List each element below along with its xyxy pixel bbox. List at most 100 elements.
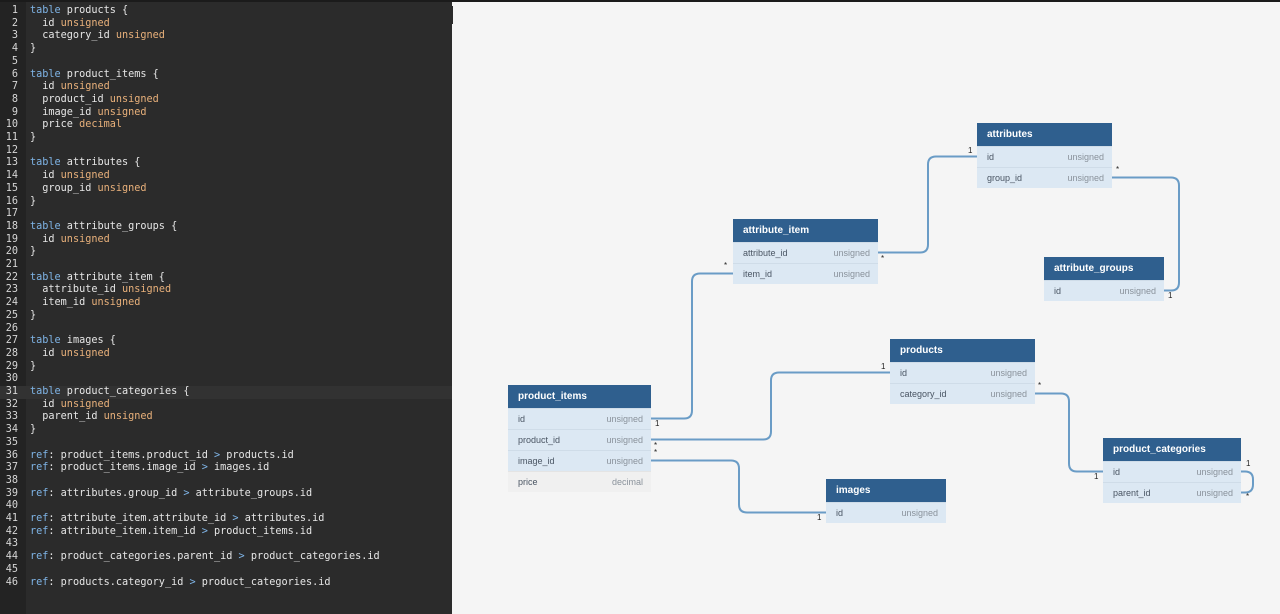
field-name: id: [518, 414, 526, 424]
code-line[interactable]: 10 price decimal: [0, 119, 452, 132]
code-line[interactable]: 8 product_id unsigned: [0, 94, 452, 107]
line-number: 27: [5, 335, 18, 347]
code-line[interactable]: 17: [0, 208, 452, 221]
relation-line[interactable]: [651, 371, 890, 441]
code-line[interactable]: 45: [0, 564, 452, 577]
line-text: id unsigned: [30, 347, 110, 359]
relation-line[interactable]: [651, 272, 733, 420]
code-line[interactable]: 28 id unsigned: [0, 348, 452, 361]
code-line[interactable]: 11}: [0, 132, 452, 145]
code-line[interactable]: 9 image_id unsigned: [0, 107, 452, 120]
relation-line[interactable]: [1035, 392, 1103, 473]
line-number: 10: [5, 119, 18, 131]
line-text: table attributes {: [30, 157, 141, 169]
relation-line[interactable]: [651, 459, 826, 514]
code-line[interactable]: 29}: [0, 361, 452, 374]
table-header[interactable]: attributes: [977, 123, 1112, 146]
code-line[interactable]: 15 group_id unsigned: [0, 183, 452, 196]
code-line[interactable]: 40: [0, 500, 452, 513]
line-number: 32: [5, 398, 18, 410]
table-header[interactable]: product_categories: [1103, 438, 1241, 461]
code-line[interactable]: 3 category_id unsigned: [0, 30, 452, 43]
code-line[interactable]: 23 attribute_id unsigned: [0, 284, 452, 297]
line-number: 20: [5, 246, 18, 258]
code-line[interactable]: 2 id unsigned: [0, 18, 452, 31]
code-line[interactable]: 32 id unsigned: [0, 399, 452, 412]
code-line[interactable]: 38: [0, 475, 452, 488]
table-header[interactable]: images: [826, 479, 946, 502]
code-line[interactable]: 26: [0, 323, 452, 336]
table-header[interactable]: products: [890, 339, 1035, 362]
code-line[interactable]: 25}: [0, 310, 452, 323]
code-line[interactable]: 7 id unsigned: [0, 81, 452, 94]
line-number: 3: [11, 30, 18, 42]
relation-line[interactable]: [1241, 470, 1254, 494]
code-line[interactable]: 33 parent_id unsigned: [0, 411, 452, 424]
code-line[interactable]: 30: [0, 373, 452, 386]
cardinality-label: 1: [1168, 290, 1173, 300]
line-number: 17: [5, 208, 18, 220]
relation-lines: [651, 155, 1254, 514]
table-header[interactable]: attribute_item: [733, 219, 878, 242]
code-line[interactable]: 14 id unsigned: [0, 170, 452, 183]
line-number: 41: [5, 513, 18, 524]
code-line[interactable]: 12: [0, 145, 452, 158]
code-line[interactable]: 5: [0, 56, 452, 69]
relation-line[interactable]: [1112, 176, 1180, 292]
code-line[interactable]: 21: [0, 259, 452, 272]
line-number: 31: [5, 386, 18, 397]
field-type: decimal: [611, 477, 643, 487]
code-line[interactable]: 24 item_id unsigned: [0, 297, 452, 310]
code-line[interactable]: 19 id unsigned: [0, 234, 452, 247]
table-header[interactable]: attribute_groups: [1044, 257, 1164, 280]
code-line[interactable]: 43: [0, 538, 452, 551]
code-line[interactable]: 35: [0, 437, 452, 450]
code-line[interactable]: 4}: [0, 43, 452, 56]
code-line[interactable]: 20}: [0, 246, 452, 259]
line-number: 43: [5, 538, 18, 550]
table-header[interactable]: product_items: [508, 385, 651, 408]
code-line[interactable]: 16}: [0, 196, 452, 209]
field-type: unsigned: [606, 456, 643, 466]
code-line[interactable]: 34}: [0, 424, 452, 437]
relation-line[interactable]: [878, 155, 977, 254]
top-border: [0, 0, 1280, 2]
